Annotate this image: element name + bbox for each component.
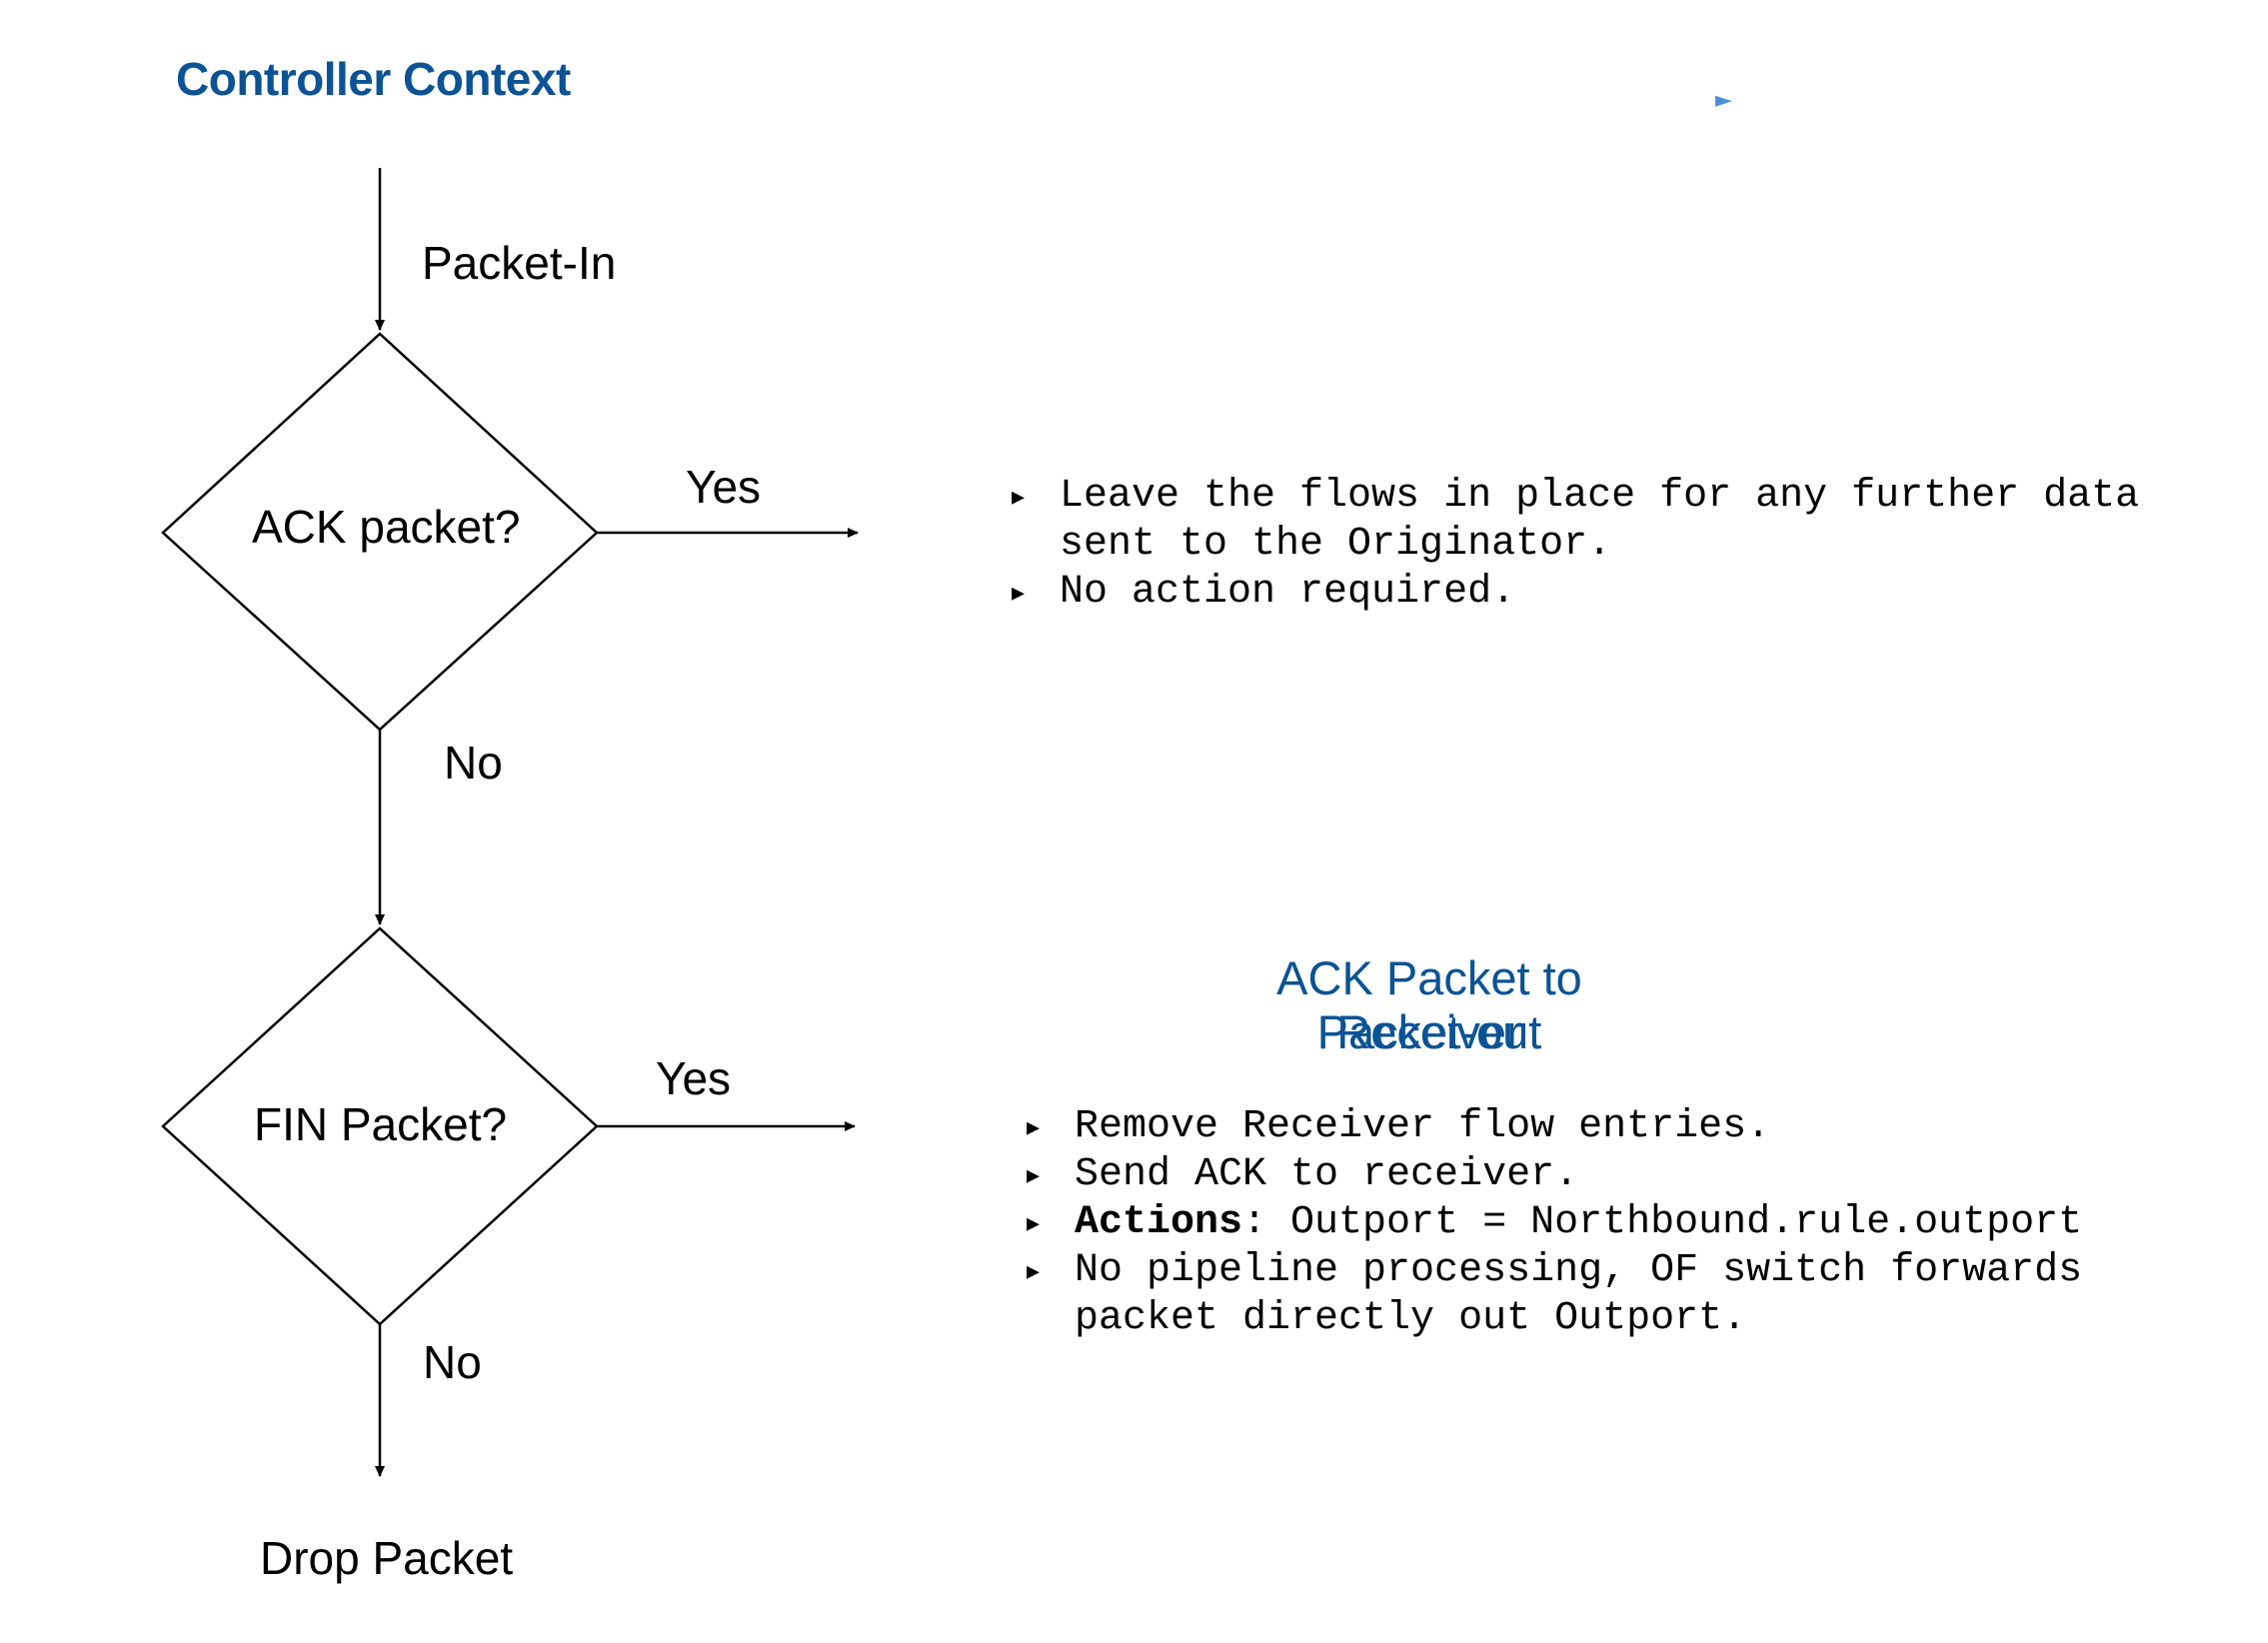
list-item-text: No action required. xyxy=(1060,570,1516,615)
ack-no-label: No xyxy=(444,737,503,789)
list-item: ▸ Leave the flows in place for any furthe… xyxy=(1012,473,2139,521)
bullet-icon: ▸ xyxy=(1027,1208,1041,1238)
right-triangle-icon: ► xyxy=(1715,88,1732,113)
list-item-text: : Outport = Northbound.rule.outport xyxy=(1242,1200,2083,1245)
packet-in-label: Packet-In xyxy=(422,237,617,289)
bullet-icon: ▸ xyxy=(1027,1160,1041,1190)
list-item-text: packet directly out Outport. xyxy=(1075,1296,1747,1341)
list-item-text: Send ACK to receiver. xyxy=(1075,1152,1579,1197)
ack-decision-label: ACK packet? xyxy=(252,501,521,553)
list-item: packet directly out Outport. xyxy=(1027,1295,2082,1343)
list-item: ▸ No action required. xyxy=(1012,569,2139,617)
list-item-text: No pipeline processing, OF switch forwar… xyxy=(1075,1248,2083,1293)
list-item-bold: Actions xyxy=(1075,1200,1243,1245)
list-item: ▸ Send ACK to receiver. xyxy=(1027,1151,2082,1199)
bullet-icon: ▸ xyxy=(1012,578,1026,608)
bullet-icon: ▸ xyxy=(1027,1112,1041,1142)
fin-yes-label: Yes xyxy=(656,1052,732,1104)
ack-yes-label: Yes xyxy=(686,461,762,513)
list-item-text: sent to the Originator. xyxy=(1060,522,1612,567)
list-item: ▸ Remove Receiver flow entries. xyxy=(1027,1103,2082,1151)
list-item-text: Remove Receiver flow entries. xyxy=(1075,1104,1771,1149)
list-item: sent to the Originator. xyxy=(1012,521,2139,569)
drop-packet-label: Drop Packet xyxy=(260,1532,514,1584)
bullet-icon: ▸ xyxy=(1012,482,1026,512)
ack-notes-list: ▸ Leave the flows in place for any furthe… xyxy=(1012,473,2139,617)
bullet-icon: ▸ xyxy=(1027,1256,1041,1286)
list-item-text: Leave the flows in place for any further… xyxy=(1060,474,2140,519)
fin-decision-label: FIN Packet? xyxy=(254,1098,508,1150)
fin-no-label: No xyxy=(423,1336,482,1388)
list-item: ▸ No pipeline processing, OF switch forwa… xyxy=(1027,1247,2082,1295)
fin-heading-line2: Packet-out xyxy=(1316,1005,1542,1058)
fin-notes-list: ▸ Remove Receiver flow entries. ▸ Send ACK … xyxy=(1027,1103,2082,1343)
fin-heading-line1: ACK Packet to Receiver xyxy=(1276,951,1582,1058)
page-title: Controller Context xyxy=(176,53,571,105)
list-item: ▸ Actions: Outport = Northbound.rule.outp… xyxy=(1027,1199,2082,1247)
